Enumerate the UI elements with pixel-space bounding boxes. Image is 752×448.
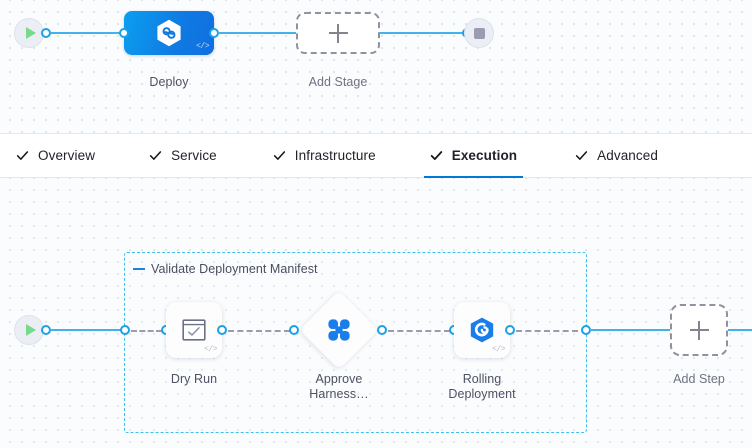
step-node-rolling-deployment[interactable]: </> — [454, 302, 510, 358]
step-node-approve-harness[interactable] — [299, 290, 379, 370]
tab-execution[interactable]: Execution — [416, 133, 531, 179]
stage-label-deploy: Deploy — [149, 75, 189, 89]
tab-advanced[interactable]: Advanced — [561, 133, 672, 178]
check-icon — [273, 151, 285, 160]
step-label-approve-harness: Approve Harness… — [309, 372, 369, 401]
tab-label-overview: Overview — [38, 148, 96, 163]
tab-label-advanced: Advanced — [597, 148, 658, 163]
pipeline-start-node[interactable] — [14, 18, 44, 48]
approve-output-port[interactable] — [377, 325, 387, 335]
deploy-input-port[interactable] — [119, 28, 129, 38]
connector-addstep-right — [728, 329, 752, 331]
play-icon — [25, 324, 36, 336]
step-code-badge-icon: </> — [204, 345, 217, 354]
connector-approve-to-rolling — [388, 330, 450, 332]
check-icon — [576, 151, 588, 160]
plus-icon — [328, 23, 348, 43]
tab-overview[interactable]: Overview — [2, 133, 109, 178]
tab-label-execution: Execution — [451, 148, 518, 163]
execution-canvas[interactable]: Validate Deployment Manifest </> Dry Run — [0, 178, 752, 448]
check-icon — [430, 151, 442, 161]
stage-node-deploy[interactable]: </> — [124, 11, 214, 55]
tab-service[interactable]: Service — [135, 133, 231, 178]
check-icon — [16, 151, 29, 160]
tab-label-service: Service — [171, 148, 217, 163]
connector-start-to-group — [50, 329, 125, 331]
rolling-output-port[interactable] — [505, 325, 515, 335]
execution-start-node[interactable] — [14, 315, 44, 345]
step-group-title: Validate Deployment Manifest — [151, 262, 318, 276]
connector-group-to-addstep — [590, 329, 670, 331]
connector-group-to-dryrun — [131, 330, 162, 332]
step-code-badge-icon: </> — [492, 345, 505, 354]
connector-dryrun-to-approve — [228, 330, 290, 332]
harness-logo-icon — [157, 19, 181, 47]
connector-rolling-to-groupexit — [516, 330, 578, 332]
approve-input-port[interactable] — [289, 325, 299, 335]
check-icon — [149, 151, 162, 160]
add-stage-label: Add Stage — [308, 75, 368, 89]
plus-icon — [689, 320, 709, 340]
rolling-deployment-icon — [470, 317, 494, 343]
checkbox-window-icon — [182, 319, 206, 341]
connector-deploy-to-addstage — [218, 32, 296, 34]
connector-addstage-to-end — [380, 32, 468, 34]
stop-icon — [473, 27, 485, 39]
stage-config-tabs: Overview Service Infrastructure Executio… — [0, 133, 752, 179]
step-label-dry-run: Dry Run — [170, 372, 218, 386]
stage-code-badge-icon: </> — [196, 42, 209, 51]
pipeline-end-node[interactable] — [464, 18, 494, 48]
tab-infrastructure[interactable]: Infrastructure — [259, 133, 390, 178]
step-group-header[interactable]: Validate Deployment Manifest — [133, 262, 318, 276]
add-step-label: Add Step — [673, 372, 725, 386]
dryrun-output-port[interactable] — [217, 325, 227, 335]
step-label-rolling-deployment: Rolling Deployment — [448, 372, 516, 401]
step-node-dry-run[interactable]: </> — [166, 302, 222, 358]
stage-canvas[interactable]: </> Deploy Add Stage — [0, 0, 752, 133]
play-icon — [25, 27, 36, 39]
tab-label-infrastructure: Infrastructure — [294, 148, 376, 163]
add-step-button[interactable] — [670, 304, 728, 356]
minus-icon[interactable] — [133, 268, 145, 270]
connector-start-to-deploy — [50, 32, 124, 34]
approval-clover-icon — [311, 302, 367, 358]
group-entry-port[interactable] — [120, 325, 130, 335]
add-stage-button[interactable] — [296, 12, 380, 54]
